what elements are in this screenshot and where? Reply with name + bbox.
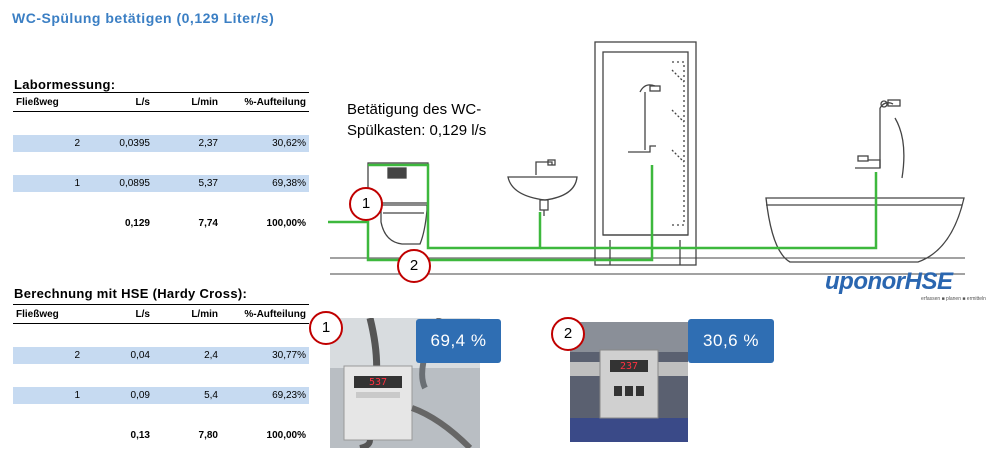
percentage-badge-2: 30,6 % (688, 319, 774, 363)
cell-fliessweg (13, 427, 83, 444)
cell-aufteilung: 100,00% (266, 430, 306, 441)
table-total-row: 0,129 7,74 100,00% (13, 215, 309, 232)
col-header-aufteilung: %-Aufteilung (221, 304, 309, 324)
col-header-ls: L/s (83, 92, 153, 112)
table-header-row: Fließweg L/s L/min %-Aufteilung (13, 304, 309, 324)
path-marker-1: 1 (349, 187, 383, 221)
logo-product: HSE (904, 268, 953, 295)
cell-lmin: 2,37 (153, 135, 221, 152)
display-reading-1: 537 (369, 377, 387, 388)
flush-note-line2: Spülkasten: 0,129 l/s (347, 122, 487, 139)
col-header-fliessweg: Fließweg (13, 92, 83, 112)
wc-icon (367, 162, 429, 245)
hse-table: Fließweg L/s L/min %-Aufteilung 2 0,04 2… (13, 304, 309, 444)
flush-note-line1: Betätigung des WC- (347, 101, 482, 118)
cell-lmin: 7,74 (198, 218, 218, 229)
cell-lmin: 7,80 (198, 430, 218, 441)
hse-heading: Berechnung mit HSE (Hardy Cross): (14, 286, 248, 301)
logo-tagline: erfassen ■ planen ■ ermitteln (921, 296, 986, 302)
bathtub-icon (765, 99, 965, 263)
page-title: WC-Spülung betätigen (0,129 Liter/s) (12, 10, 275, 26)
cell-ls: 0,0395 (83, 135, 153, 152)
logo-brand: uponor (825, 268, 905, 295)
labor-heading: Labormessung: (14, 77, 116, 92)
photo-marker-2: 2 (551, 317, 585, 351)
cell-aufteilung: 69,23% (221, 387, 309, 404)
cell-aufteilung: 30,62% (221, 135, 309, 152)
display-reading-2: 237 (620, 361, 638, 372)
cell-ls: 0,09 (83, 387, 153, 404)
cell-ls: 0,0895 (83, 175, 153, 192)
installation-diagram (328, 41, 965, 275)
percentage-badge-1: 69,4 % (416, 319, 501, 363)
cell-lmin: 5,4 (153, 387, 221, 404)
cell-lmin: 2,4 (153, 347, 221, 364)
pipe-network (328, 163, 878, 262)
shower-cabin-icon (594, 41, 697, 266)
table-row: 2 0,04 2,4 30,77% (13, 347, 309, 364)
uponor-hse-logo: uponorHSE erfassen ■ planen ■ ermitteln (825, 268, 986, 302)
cell-aufteilung: 69,38% (221, 175, 309, 192)
cell-fliessweg: 1 (13, 175, 83, 192)
col-header-lmin: L/min (153, 304, 221, 324)
labor-table: Fließweg L/s L/min %-Aufteilung 2 0,0395… (13, 92, 309, 232)
cell-ls: 0,04 (83, 347, 153, 364)
cell-aufteilung: 30,77% (221, 347, 309, 364)
cell-ls: 0,13 (130, 430, 150, 441)
cell-fliessweg: 1 (13, 387, 83, 404)
col-header-aufteilung: %-Aufteilung (221, 92, 309, 112)
table-row: 1 0,0895 5,37 69,38% (13, 175, 309, 192)
cell-ls: 0,129 (124, 218, 150, 229)
col-header-lmin: L/min (153, 92, 221, 112)
cell-fliessweg: 2 (13, 347, 83, 364)
flowmeter-photo-2: 237 (570, 322, 688, 442)
col-header-ls: L/s (83, 304, 153, 324)
path-marker-2: 2 (397, 249, 431, 283)
table-total-row: 0,13 7,80 100,00% (13, 427, 309, 444)
photo-marker-1: 1 (309, 311, 343, 345)
col-header-fliessweg: Fließweg (13, 304, 83, 324)
cell-fliessweg: 2 (13, 135, 83, 152)
cell-lmin: 5,37 (153, 175, 221, 192)
table-header-row: Fließweg L/s L/min %-Aufteilung (13, 92, 309, 112)
cell-aufteilung: 100,00% (266, 218, 306, 229)
table-row: 1 0,09 5,4 69,23% (13, 387, 309, 404)
sink-icon (507, 159, 578, 216)
flush-note: Betätigung des WC- Spülkasten: 0,129 l/s (347, 99, 537, 141)
table-row: 2 0,0395 2,37 30,62% (13, 135, 309, 152)
